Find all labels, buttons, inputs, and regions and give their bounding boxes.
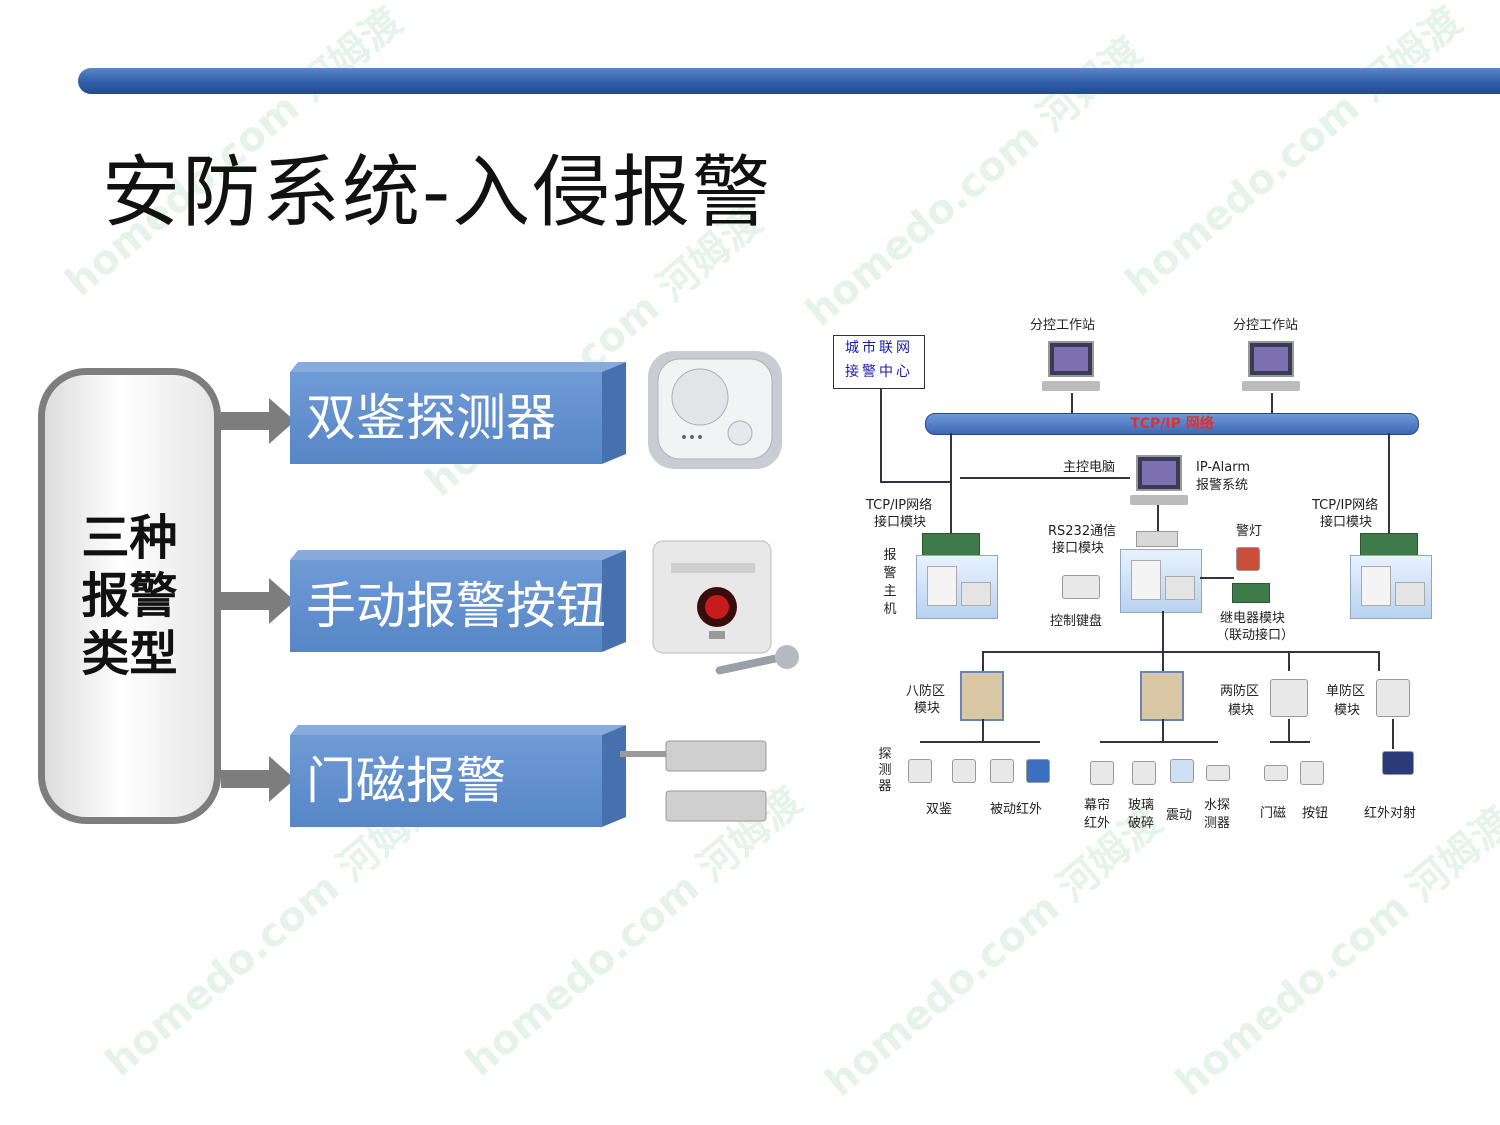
- tcp-module-left-line1: TCP/IP网络: [866, 498, 933, 513]
- alarm-type-block: 双鉴探测器: [290, 362, 626, 464]
- alarm-type-dual-detector: 双鉴探测器: [290, 372, 602, 464]
- vibration-label: 震动: [1166, 808, 1193, 823]
- water-sensor-icon: [1206, 765, 1230, 781]
- tcp-module-right-line1: TCP/IP网络: [1312, 498, 1379, 513]
- zone2-module-icon: [1270, 679, 1308, 717]
- warning-light-icon: [1236, 547, 1260, 571]
- zone8-module-icon: [960, 671, 1004, 721]
- tcp-module-left-icon: [922, 533, 980, 559]
- zone1-line2: 模块: [1334, 703, 1361, 718]
- glass-line2: 破碎: [1128, 816, 1155, 831]
- workstation-left-icon: [1042, 341, 1100, 393]
- tcp-module-right-icon: [1360, 533, 1418, 559]
- header-bar: [78, 68, 1500, 94]
- rs232-module-icon: [1136, 531, 1178, 547]
- alarm-type-box: 三种报警类型: [38, 368, 221, 824]
- main-pc-label: 主控电脑: [1063, 460, 1116, 475]
- city-center-line1: 城市联网: [845, 340, 913, 356]
- tcp-module-right-line2: 接口模块: [1320, 515, 1373, 530]
- host-label: 报 警 主 机: [882, 547, 898, 619]
- zone2-line1: 两防区: [1220, 684, 1260, 699]
- warning-light-label: 警灯: [1236, 524, 1263, 539]
- relay-module-icon: [1232, 583, 1270, 603]
- workstation-right-label: 分控工作站: [1233, 318, 1299, 333]
- alarm-type-block: 门磁报警: [290, 725, 626, 827]
- ip-alarm-line1: IP-Alarm: [1196, 460, 1251, 475]
- door-label: 门磁: [1260, 806, 1287, 821]
- keyboard-icon: [1062, 575, 1100, 599]
- button-icon: [1300, 761, 1324, 785]
- dual-sensor-icon: [908, 759, 932, 783]
- alarm-host-left: [916, 555, 998, 619]
- rs232-line1: RS232通信: [1048, 524, 1117, 539]
- slide-title: 安防系统-入侵报警: [102, 148, 773, 238]
- dual-label: 双鉴: [926, 802, 953, 817]
- door-contact-icon: [1264, 765, 1288, 781]
- system-diagram: 城市联网 接警中心 分控工作站 分控工作站 TCP/IP 网络 主控电脑 IP-…: [830, 305, 1450, 845]
- keyboard-label: 控制键盘: [1050, 614, 1103, 629]
- relay-line2: （联动接口）: [1216, 628, 1295, 643]
- detector-label: 探 测 器: [878, 747, 892, 795]
- host-char: 报: [883, 548, 897, 563]
- vibration-icon: [1170, 759, 1194, 783]
- zone8-module-icon-2: [1140, 671, 1184, 721]
- tcp-module-left-line2: 接口模块: [874, 515, 927, 530]
- glass-break-icon: [1132, 761, 1156, 785]
- passive-ir-label: 被动红外: [990, 802, 1043, 817]
- curtain-ir-line1: 幕帘: [1084, 798, 1111, 813]
- zone2-line2: 模块: [1228, 703, 1255, 718]
- detector-char: 探: [878, 747, 892, 762]
- curtain-ir-line2: 红外: [1084, 816, 1111, 831]
- water-line1: 水探: [1204, 798, 1231, 813]
- rs232-line2: 接口模块: [1052, 541, 1105, 556]
- workstation-left-label: 分控工作站: [1030, 318, 1096, 333]
- zone1-module-icon: [1376, 679, 1410, 717]
- alarm-type-block: 手动报警按钮: [290, 550, 626, 652]
- zone8-line2: 模块: [914, 701, 941, 716]
- ir-beam-icon: [1382, 751, 1414, 775]
- alarm-type-door-magnet: 门磁报警: [290, 735, 602, 827]
- glass-line1: 玻璃: [1128, 798, 1155, 813]
- city-center-line2: 接警中心: [845, 364, 913, 380]
- city-alarm-center: 城市联网 接警中心: [833, 335, 925, 389]
- passive-ir-icon-2: [1026, 759, 1050, 783]
- alarm-host-right: [1350, 555, 1432, 619]
- host-char: 主: [883, 584, 897, 599]
- detector-char: 测: [878, 763, 892, 778]
- detector-char: 器: [878, 779, 892, 794]
- dual-detector-image: [648, 351, 782, 469]
- workstation-right-icon: [1242, 341, 1300, 393]
- ir-beam-label: 红外对射: [1364, 806, 1417, 821]
- main-pc-icon: [1130, 455, 1188, 507]
- manual-button-image: [652, 540, 799, 675]
- alarm-type-manual-button: 手动报警按钮: [290, 560, 606, 652]
- dual-sensor-icon-2: [952, 759, 976, 783]
- tcp-ip-network: TCP/IP 网络: [925, 413, 1419, 435]
- passive-ir-icon: [990, 759, 1014, 783]
- zone1-line1: 单防区: [1326, 684, 1366, 699]
- button-label: 按钮: [1302, 806, 1329, 821]
- ip-alarm-line2: 报警系统: [1196, 478, 1249, 493]
- host-char: 机: [883, 602, 897, 617]
- door-magnet-image: [620, 740, 767, 822]
- watermark: homedo.com 河姆渡: [1117, 0, 1471, 306]
- alarm-type-label: 三种报警类型: [81, 510, 178, 682]
- relay-line1: 继电器模块: [1220, 611, 1286, 626]
- host-char: 警: [883, 566, 897, 581]
- curtain-ir-icon: [1090, 761, 1114, 785]
- alarm-host-center: [1120, 549, 1202, 613]
- zone8-line1: 八防区: [906, 684, 946, 699]
- water-line2: 测器: [1204, 816, 1231, 831]
